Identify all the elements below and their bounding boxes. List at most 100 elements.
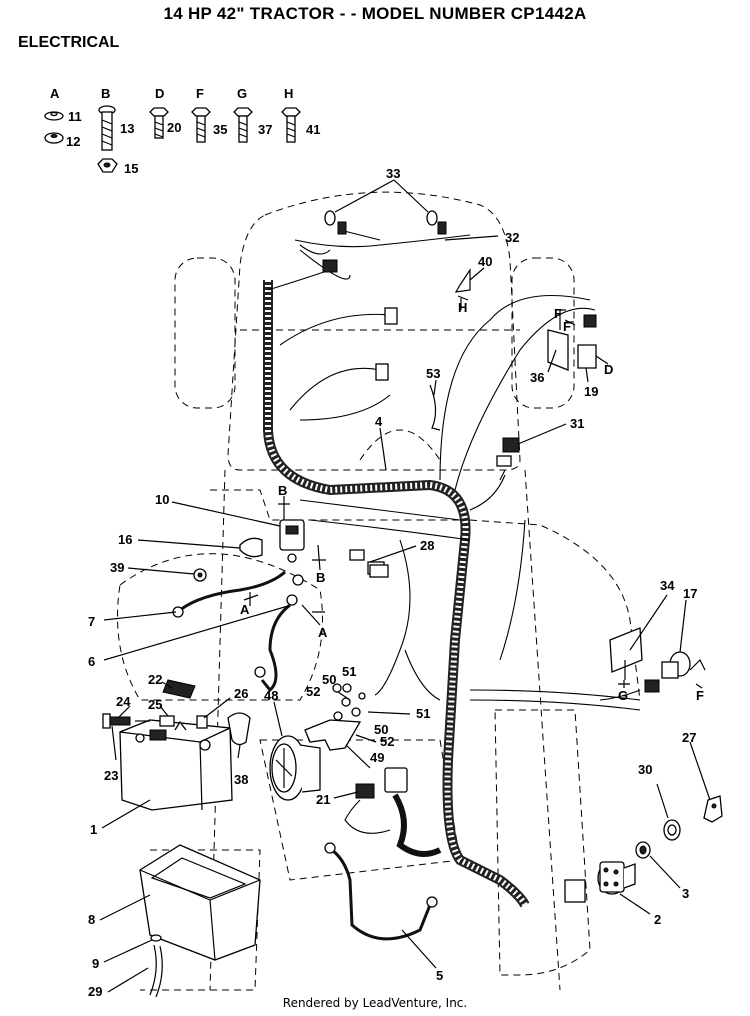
lock-washer-icon	[44, 111, 64, 121]
callout-16: 16	[118, 532, 132, 547]
callout-52-lower: 52	[380, 734, 394, 749]
hex-bolt-icon	[149, 107, 169, 139]
battery-tray	[139, 844, 261, 998]
hardware-header-f: F	[196, 86, 204, 101]
callout-33: 33	[386, 166, 400, 181]
callout-1: 1	[90, 822, 97, 837]
ref-letter-a-right: A	[318, 625, 328, 640]
callout-27: 27	[682, 730, 696, 745]
pto-switch	[599, 627, 706, 701]
callout-30: 30	[638, 762, 652, 777]
callout-21: 21	[316, 792, 330, 807]
callout-31: 31	[570, 416, 584, 431]
callout-36: 36	[530, 370, 544, 385]
reference-letters: B B A A F F D H G F	[240, 295, 704, 703]
hardware-header-a: A	[50, 86, 60, 101]
callout-7: 7	[88, 614, 95, 629]
boot-cover-16	[239, 537, 263, 558]
callout-25: 25	[148, 697, 162, 712]
callout-9: 9	[92, 956, 99, 971]
callout-5: 5	[436, 968, 443, 983]
callout-53: 53	[426, 366, 440, 381]
hardware-label-13: 13	[120, 121, 134, 136]
ref-letter-f-lower: F	[563, 319, 571, 334]
callout-51-lower: 51	[416, 706, 430, 721]
ground-cable	[324, 842, 438, 941]
callout-10: 10	[155, 492, 169, 507]
callout-3: 3	[682, 886, 689, 901]
callout-8: 8	[88, 912, 95, 927]
flange-bolt-g-icon	[233, 107, 253, 143]
callout-49: 49	[370, 750, 384, 765]
callout-32: 32	[505, 230, 519, 245]
main-wire-harness	[263, 249, 641, 908]
hardware-header-g: G	[237, 86, 247, 101]
carriage-bolt-icon	[98, 105, 116, 151]
ref-letter-a-left: A	[240, 602, 250, 617]
hardware-label-20: 20	[167, 120, 181, 135]
callout-23: 23	[104, 768, 118, 783]
ref-letter-f-upper: F	[554, 306, 562, 321]
hardware-header-h: H	[284, 86, 293, 101]
callout-17: 17	[683, 586, 697, 601]
callout-29: 29	[88, 984, 102, 999]
flange-bolt-h-icon	[281, 107, 301, 143]
hardware-label-37: 37	[258, 122, 272, 137]
headlight-bulb-right	[426, 210, 438, 226]
callout-51-upper: 51	[342, 664, 356, 679]
hardware-label-12: 12	[66, 134, 80, 149]
headlight-bulb-left	[324, 210, 336, 226]
callout-50-upper: 50	[322, 672, 336, 687]
hardware-legend: A B D F G H 11 12 13 15	[44, 86, 320, 176]
starter-solenoid	[193, 519, 305, 606]
light-switch	[496, 437, 520, 481]
flange-bolt-icon	[191, 107, 211, 143]
ref-letter-d: D	[604, 362, 613, 377]
callout-28: 28	[420, 538, 434, 553]
battery-cables	[172, 570, 291, 693]
relay-bracket	[304, 683, 366, 751]
hex-nut-icon	[97, 158, 118, 173]
hardware-label-41: 41	[306, 122, 320, 137]
terminal-boot-38	[227, 712, 251, 746]
ignition-switch	[564, 795, 723, 903]
ignition-module	[344, 767, 442, 857]
callout-22: 22	[148, 672, 162, 687]
ref-letter-g: G	[618, 688, 628, 703]
ref-letter-b-top: B	[278, 483, 287, 498]
hour-meter	[269, 735, 321, 801]
hardware-label-11: 11	[68, 109, 82, 124]
callout-39: 39	[110, 560, 124, 575]
callout-34: 34	[660, 578, 675, 593]
headlight-connector	[322, 259, 338, 273]
callout-26: 26	[234, 686, 248, 701]
ref-letter-f-pto: F	[696, 688, 704, 703]
section-heading: ELECTRICAL	[18, 34, 120, 51]
callout-24: 24	[116, 694, 131, 709]
callout-4: 4	[375, 414, 383, 429]
flat-washer-icon	[44, 132, 64, 144]
callout-52-upper: 52	[306, 684, 320, 699]
diagram-title: 14 HP 42" TRACTOR - - MODEL NUMBER CP144…	[163, 4, 587, 23]
hardware-header-b: B	[101, 86, 110, 101]
hardware-label-15: 15	[124, 161, 138, 176]
seat-switch	[454, 268, 471, 310]
callout-48: 48	[264, 688, 278, 703]
part-callouts: 33 32 40 36 19 53 4 31 10 16 39 7 28 6 3…	[88, 166, 697, 999]
hardware-header-d: D	[155, 86, 164, 101]
relay-28	[369, 564, 389, 578]
callout-2: 2	[654, 912, 661, 927]
ignition-key-27	[703, 795, 723, 823]
battery-cap-22	[162, 679, 196, 699]
ref-letter-h: H	[458, 300, 467, 315]
ignition-connector	[564, 879, 586, 903]
headlight-harness	[294, 210, 471, 273]
hardware-label-35: 35	[213, 122, 227, 137]
ref-letter-b-lower: B	[316, 570, 325, 585]
callout-19: 19	[584, 384, 598, 399]
leader-lines	[99, 179, 711, 993]
callout-40: 40	[478, 254, 492, 269]
callout-50-lower: 50	[374, 722, 388, 737]
callout-38: 38	[234, 772, 248, 787]
